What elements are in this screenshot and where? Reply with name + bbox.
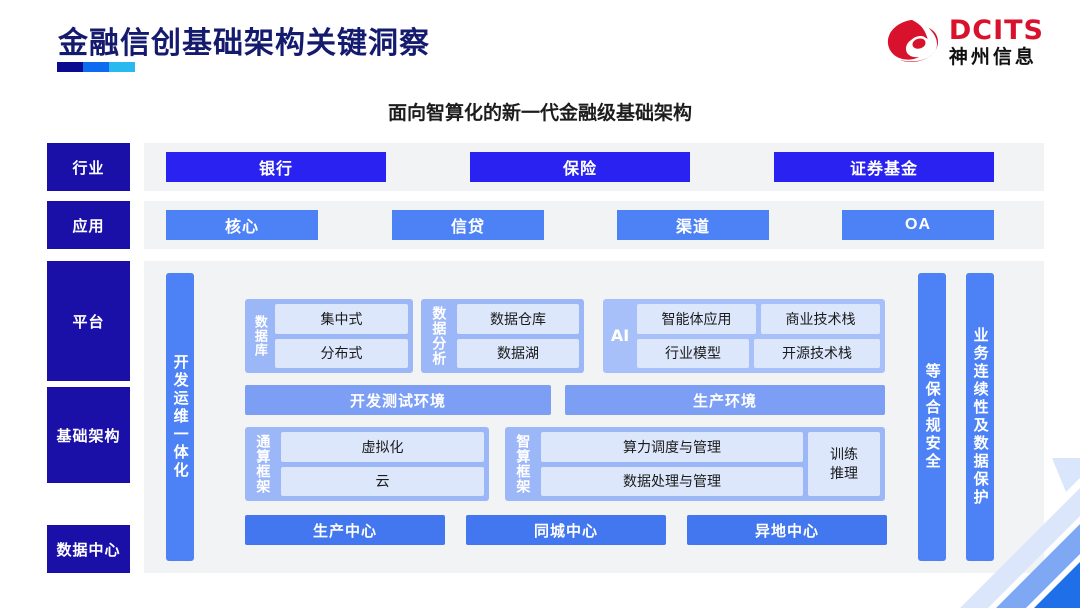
group-database-body: 集中式 分布式 — [275, 304, 408, 368]
group-general-compute-tag: 通算框架 — [255, 434, 272, 494]
group-row: 虚拟化 — [281, 432, 484, 462]
logo-text-en: DCITS — [948, 15, 1044, 46]
platform-stack-panel: 开发运维一体化 数据库 集中式 分布式 数据分析 数据仓库 数据湖 — [144, 261, 1044, 573]
cell-agent-application[interactable]: 智能体应用 — [637, 304, 756, 334]
dcits-swirl-icon — [887, 19, 938, 62]
cell-data-lake[interactable]: 数据湖 — [457, 338, 579, 368]
group-row: 行业模型 开源技术栈 — [637, 338, 880, 368]
cell-data-warehouse[interactable]: 数据仓库 — [457, 304, 579, 334]
cell-virtualization[interactable]: 虚拟化 — [281, 432, 484, 462]
group-row: 算力调度与管理 — [541, 432, 803, 462]
rule-segment-3 — [109, 62, 135, 72]
cell-data-processing[interactable]: 数据处理与管理 — [541, 466, 803, 496]
group-database[interactable]: 数据库 集中式 分布式 — [245, 299, 413, 373]
datacenter-metro[interactable]: 同城中心 — [466, 515, 666, 545]
cell-commercial-stack[interactable]: 商业技术栈 — [761, 304, 880, 334]
group-ai-body: 智能体应用 商业技术栈 行业模型 开源技术栈 — [637, 304, 880, 368]
environment-production[interactable]: 生产环境 — [565, 385, 885, 415]
layer-label-application[interactable]: 应用 — [47, 201, 130, 249]
industry-row-panel: 银行 保险 证券基金 — [144, 143, 1044, 191]
environment-dev-test[interactable]: 开发测试环境 — [245, 385, 551, 415]
cell-opensource-stack[interactable]: 开源技术栈 — [754, 338, 880, 368]
group-general-compute[interactable]: 通算框架 虚拟化 云 — [245, 427, 489, 501]
layer-label-infrastructure[interactable]: 基础架构 — [47, 387, 130, 483]
group-intelligent-compute-body: 算力调度与管理 数据处理与管理 — [541, 432, 803, 496]
datacenter-remote[interactable]: 异地中心 — [687, 515, 887, 545]
group-row: 数据仓库 — [457, 304, 579, 334]
application-item-core[interactable]: 核心 — [166, 210, 318, 240]
group-ai-tag: AI — [610, 325, 630, 345]
cell-distributed[interactable]: 分布式 — [275, 338, 408, 368]
cell-cloud[interactable]: 云 — [281, 466, 484, 496]
title-underline-rule — [57, 62, 135, 72]
layer-label-platform[interactable]: 平台 — [47, 261, 130, 381]
right-bar-continuity-data-protection[interactable]: 业务连续性及数据保护 — [966, 273, 994, 561]
group-row: 智能体应用 商业技术栈 — [637, 304, 880, 334]
layer-label-industry[interactable]: 行业 — [47, 143, 130, 191]
group-ai[interactable]: AI 智能体应用 商业技术栈 行业模型 开源技术栈 — [603, 299, 885, 373]
group-general-compute-body: 虚拟化 云 — [281, 432, 484, 496]
group-row: 数据处理与管理 — [541, 466, 803, 496]
company-logo: DCITS 神州信息 — [885, 16, 1044, 68]
industry-item-securities[interactable]: 证券基金 — [774, 152, 994, 182]
architecture-diagram: 行业 应用 平台 基础架构 数据中心 银行 保险 证券基金 核心 信贷 渠道 O… — [0, 138, 1080, 578]
diagram-subtitle: 面向智算化的新一代金融级基础架构 — [387, 103, 692, 124]
industry-item-bank[interactable]: 银行 — [166, 152, 386, 182]
application-item-oa[interactable]: OA — [842, 210, 994, 240]
group-row: 云 — [281, 466, 484, 496]
group-data-analysis-tag: 数据分析 — [431, 306, 448, 366]
industry-item-insurance[interactable]: 保险 — [470, 152, 690, 182]
group-data-analysis-body: 数据仓库 数据湖 — [457, 304, 579, 368]
group-row: 数据湖 — [457, 338, 579, 368]
group-data-analysis[interactable]: 数据分析 数据仓库 数据湖 — [421, 299, 584, 373]
application-row-panel: 核心 信贷 渠道 OA — [144, 201, 1044, 249]
right-bar-compliance-security[interactable]: 等保合规安全 — [918, 273, 946, 561]
group-database-tag: 数据库 — [252, 315, 268, 357]
devops-vertical-bar[interactable]: 开发运维一体化 — [166, 273, 194, 561]
cell-centralized[interactable]: 集中式 — [275, 304, 408, 334]
group-intelligent-compute[interactable]: 智算框架 算力调度与管理 数据处理与管理 训练 推理 — [505, 427, 885, 501]
cell-compute-scheduling[interactable]: 算力调度与管理 — [541, 432, 803, 462]
group-intelligent-compute-tag: 智算框架 — [515, 434, 532, 494]
group-row: 集中式 — [275, 304, 408, 334]
page-title: 金融信创基础架构关键洞察 — [58, 27, 430, 60]
logo-text-cn: 神州信息 — [948, 47, 1037, 68]
layer-label-datacenter[interactable]: 数据中心 — [47, 525, 130, 573]
rule-segment-2 — [83, 62, 109, 72]
application-item-channel[interactable]: 渠道 — [617, 210, 769, 240]
cell-industry-model[interactable]: 行业模型 — [637, 338, 749, 368]
cell-train-infer[interactable]: 训练 推理 — [808, 432, 880, 496]
application-item-credit[interactable]: 信贷 — [392, 210, 544, 240]
page-header: 金融信创基础架构关键洞察 DCITS 神州信息 — [0, 0, 1080, 92]
datacenter-production[interactable]: 生产中心 — [245, 515, 445, 545]
rule-segment-1 — [57, 62, 83, 72]
group-row: 分布式 — [275, 338, 408, 368]
